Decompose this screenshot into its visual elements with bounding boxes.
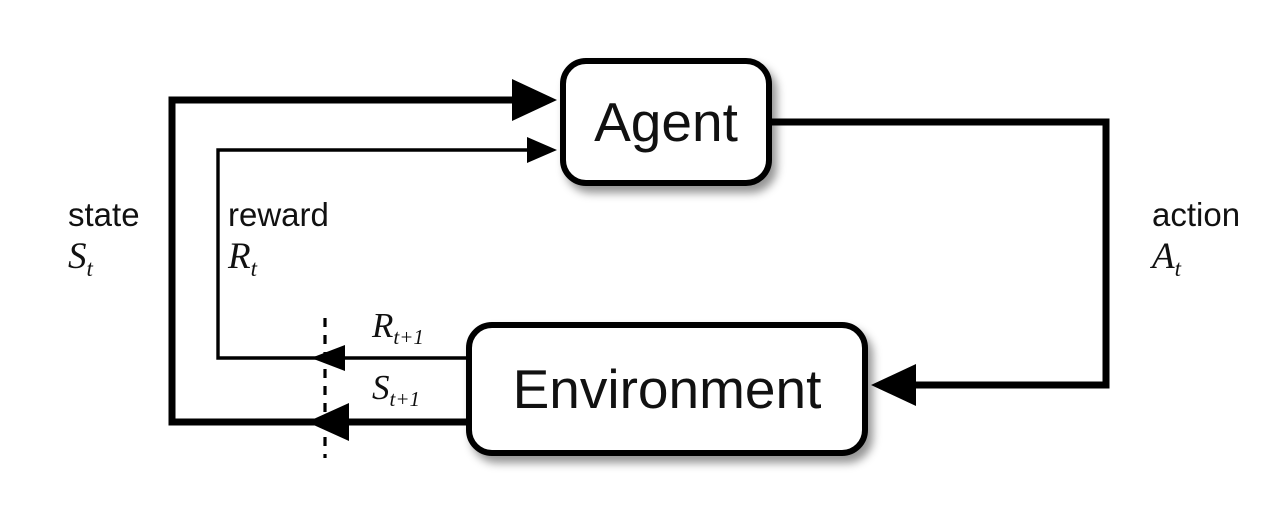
label-reward-symbol: Rt xyxy=(228,236,257,281)
label-state-symbol: St xyxy=(68,236,93,281)
label-action-word: action xyxy=(1152,196,1241,233)
node-agent[interactable]: Agent xyxy=(560,58,772,186)
edge-reward-to-agent xyxy=(216,137,557,371)
node-agent-label: Agent xyxy=(594,90,738,153)
label-state-word: state xyxy=(68,196,140,233)
label-action: action At xyxy=(1152,196,1241,281)
node-environment[interactable]: Environment xyxy=(466,322,868,456)
label-action-symbol: At xyxy=(1152,236,1181,281)
label-state: state St xyxy=(68,196,140,281)
label-reward: reward Rt xyxy=(228,196,329,281)
edge-state-to-agent xyxy=(168,79,557,441)
node-environment-label: Environment xyxy=(512,357,822,420)
label-state-next: St+1 xyxy=(372,368,421,411)
label-reward-next: Rt+1 xyxy=(372,306,424,349)
label-reward-word: reward xyxy=(228,196,329,233)
edge-action-to-environment xyxy=(772,118,1110,406)
